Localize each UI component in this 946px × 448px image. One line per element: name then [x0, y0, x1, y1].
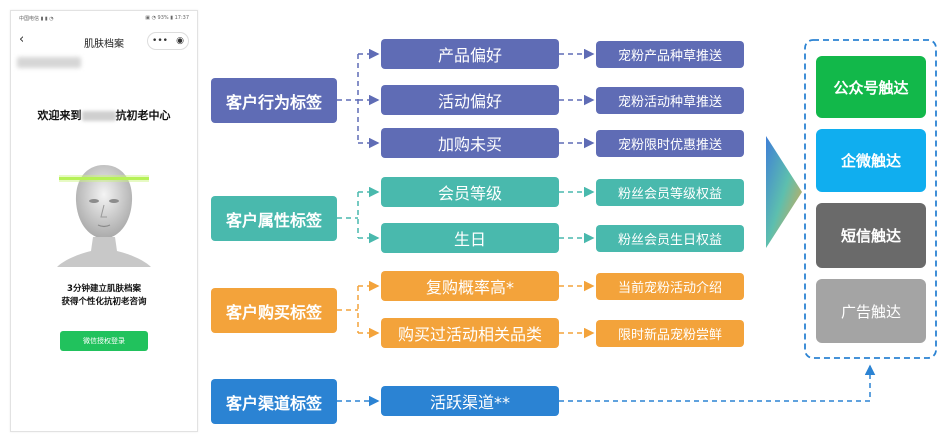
status-bar: 中国电信 ▮ ▮ ◔ ▣ ◔ 93% ▮ 17:37 [11, 11, 197, 25]
welcome-prefix: 欢迎来到 [37, 109, 82, 122]
more-icon[interactable]: ••• [152, 36, 168, 46]
flow-arrow [766, 136, 802, 248]
carrier-signal: 中国电信 ▮ ▮ ◔ [19, 16, 54, 22]
blurred-brand [81, 111, 116, 121]
mini-program-capsule[interactable]: ••• ◉ [147, 32, 189, 50]
tag-product-preference: 产品偏好 [381, 39, 559, 69]
category-attribute: 客户属性标签 [211, 196, 337, 241]
face-scan-illustration [57, 165, 151, 267]
back-icon[interactable]: ‹ [19, 32, 25, 47]
tag-active-channel: 活跃渠道** [381, 386, 559, 416]
battery-clock: ▣ ◔ 93% ▮ 17:37 [145, 15, 189, 21]
category-behavior: 客户行为标签 [211, 78, 337, 123]
action-activity-push: 宠粉活动种草推送 [596, 87, 744, 114]
welcome-suffix: 抗初老中心 [115, 109, 171, 122]
record-icon[interactable]: ◉ [176, 36, 184, 46]
channel-ads: 广告触达 [816, 279, 926, 343]
tag-cart-unpaid: 加购未买 [381, 128, 559, 158]
category-purchase: 客户购买标签 [211, 288, 337, 333]
tag-activity-preference: 活动偏好 [381, 85, 559, 115]
tag-bought-related: 购买过活动相关品类 [381, 318, 559, 348]
desc-line-1: 3分钟建立肌肤档案 [67, 284, 141, 294]
channel-sms: 短信触达 [816, 203, 926, 268]
channel-official-account: 公众号触达 [816, 56, 926, 118]
welcome-heading: 欢迎来到 抗初老中心 [11, 107, 197, 123]
category-channel: 客户渠道标签 [211, 379, 337, 424]
channel-wecom: 企微触达 [816, 129, 926, 192]
tag-repurchase: 复购概率高* [381, 271, 559, 301]
action-activity-intro: 当前宠粉活动介绍 [596, 273, 744, 300]
action-level-benefit: 粉丝会员等级权益 [596, 179, 744, 206]
nav-bar: ‹ 肌肤档案 ••• ◉ [11, 29, 197, 53]
desc-line-2: 获得个性化抗初老咨询 [61, 297, 147, 307]
phone-mockup: 中国电信 ▮ ▮ ◔ ▣ ◔ 93% ▮ 17:37 ‹ 肌肤档案 ••• ◉ … [10, 10, 198, 432]
action-new-trial: 限时新品宠粉尝鲜 [596, 320, 744, 347]
action-discount-push: 宠粉限时优惠推送 [596, 130, 744, 157]
tag-birthday: 生日 [381, 223, 559, 253]
action-birthday-benefit: 粉丝会员生日权益 [596, 225, 744, 252]
blurred-account [17, 57, 81, 68]
tag-member-level: 会员等级 [381, 177, 559, 207]
action-product-push: 宠粉产品种草推送 [596, 41, 744, 68]
wechat-login-button[interactable]: 微信授权登录 [60, 331, 148, 351]
nav-title: 肌肤档案 [84, 39, 124, 50]
phone-description: 3分钟建立肌肤档案 获得个性化抗初老咨询 [11, 283, 197, 309]
